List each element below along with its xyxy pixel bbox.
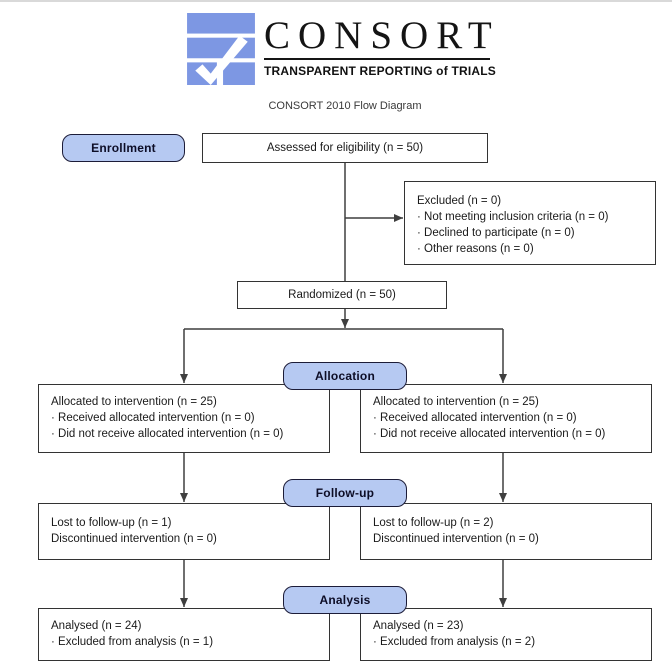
analysis-right-title: Analysed (n = 23)	[373, 620, 464, 632]
allocation-right-box: Allocated to intervention (n = 25) · Rec…	[360, 384, 652, 453]
consort-checkmark-icon	[187, 13, 255, 85]
page-top-divider	[0, 0, 672, 2]
logo-divider	[264, 58, 490, 60]
followup-right-line-1: Lost to follow-up (n = 2)	[373, 517, 494, 529]
excluded-reason-3: · Other reasons (n = 0)	[417, 243, 534, 255]
alloc-right-item-1: · Received allocated intervention (n = 0…	[373, 412, 577, 424]
page-title: CONSORT 2010 Flow Diagram	[268, 100, 422, 112]
followup-left-line-2: Discontinued intervention (n = 0)	[51, 533, 217, 545]
followup-right-line-2: Discontinued intervention (n = 0)	[373, 533, 539, 545]
analysis-right-item-1: · Excluded from analysis (n = 2)	[373, 636, 536, 648]
badge-enrollment: Enrollment	[62, 134, 185, 162]
assessed-box: Assessed for eligibility (n = 50)	[202, 133, 488, 163]
analysis-left-title: Analysed (n = 24)	[51, 620, 142, 632]
followup-right-box: Lost to follow-up (n = 2) Discontinued i…	[360, 503, 652, 560]
consort-logo: CONSORT TRANSPARENT REPORTING of TRIALS	[187, 13, 500, 85]
badge-allocation: Allocation	[283, 362, 407, 390]
analysis-left-box: Analysed (n = 24) · Excluded from analys…	[38, 608, 330, 661]
allocation-left-box: Allocated to intervention (n = 25) · Rec…	[38, 384, 330, 453]
randomized-box: Randomized (n = 50)	[237, 281, 447, 309]
alloc-left-title: Allocated to intervention (n = 25)	[51, 396, 217, 408]
analysis-left-item-1: · Excluded from analysis (n = 1)	[51, 636, 214, 648]
excluded-reason-1: · Not meeting inclusion criteria (n = 0)	[417, 211, 609, 223]
badge-followup: Follow-up	[283, 479, 407, 507]
consort-logo-text: CONSORT TRANSPARENT REPORTING of TRIALS	[264, 13, 500, 78]
excluded-reason-2: · Declined to participate (n = 0)	[417, 227, 575, 239]
badge-analysis: Analysis	[283, 586, 407, 614]
excluded-title: Excluded (n = 0)	[417, 195, 502, 207]
assessed-text: Assessed for eligibility (n = 50)	[266, 142, 424, 154]
alloc-right-title: Allocated to intervention (n = 25)	[373, 396, 539, 408]
alloc-left-item-2: · Did not receive allocated intervention…	[51, 428, 284, 440]
excluded-box: Excluded (n = 0) · Not meeting inclusion…	[404, 181, 656, 265]
alloc-right-item-2: · Did not receive allocated intervention…	[373, 428, 606, 440]
consort-wordmark: CONSORT	[264, 14, 500, 57]
consort-tagline: TRANSPARENT REPORTING of TRIALS	[264, 64, 496, 78]
followup-left-line-1: Lost to follow-up (n = 1)	[51, 517, 172, 529]
alloc-left-item-1: · Received allocated intervention (n = 0…	[51, 412, 255, 424]
randomized-text: Randomized (n = 50)	[288, 289, 396, 301]
followup-left-box: Lost to follow-up (n = 1) Discontinued i…	[38, 503, 330, 560]
analysis-right-box: Analysed (n = 23) · Excluded from analys…	[360, 608, 652, 661]
